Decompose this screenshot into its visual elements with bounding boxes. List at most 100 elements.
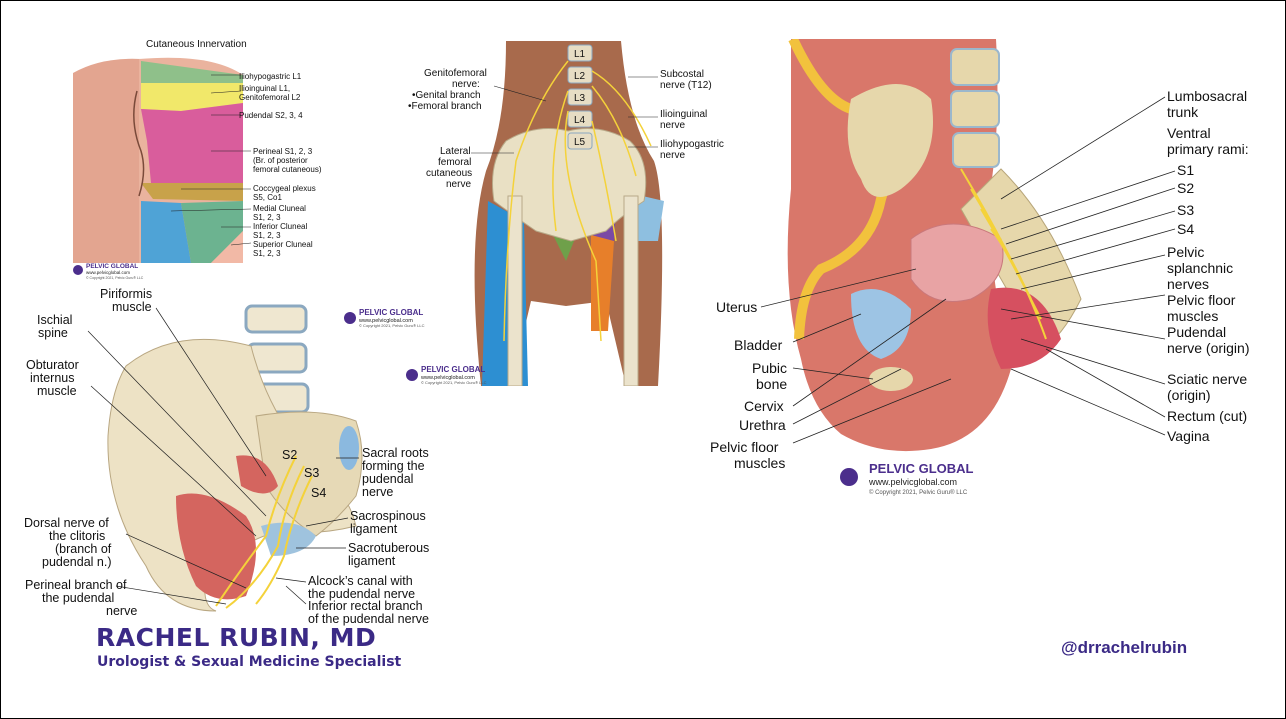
- sagittal-pelvis-diagram: Lumbosacral trunk Ventral primary rami: …: [701, 39, 1281, 501]
- sacroiliac-joint: [339, 426, 359, 470]
- label-lateral-1: Lateral: [440, 146, 471, 157]
- author-name: RACHEL RUBIN, MD: [96, 623, 376, 652]
- cutaneous-title: Cutaneous Innervation: [146, 39, 247, 50]
- label-left-floor-2: muscles: [734, 455, 785, 471]
- watermark-name: PELVIC GLOBAL: [359, 308, 423, 317]
- label-genitofemoral-2: nerve:: [452, 79, 480, 90]
- label-sciatic-1: Sciatic nerve: [1167, 371, 1247, 387]
- label-splanchnic-1: Pelvic: [1167, 244, 1204, 260]
- label-sacrospinous-2: ligament: [350, 522, 398, 536]
- watermark-url: www.pelvicglobal.com: [86, 270, 130, 275]
- label-sacral-roots-2: forming the: [362, 459, 425, 473]
- label-ischial-1: Ischial: [37, 313, 72, 327]
- watermark-name: PELVIC GLOBAL: [86, 263, 138, 270]
- label-genitofemoral-1: Genitofemoral: [424, 68, 487, 79]
- label-obturator-2: internus: [30, 371, 74, 385]
- label-ventral-2: primary rami:: [1167, 141, 1249, 157]
- root-label: S4: [311, 486, 326, 500]
- label-coccygeal-1: Coccygeal plexus: [253, 184, 316, 193]
- label-pubic-1: Pubic: [752, 360, 787, 376]
- label-lateral-2: femoral: [438, 157, 471, 168]
- label-s1: S1: [1177, 162, 1194, 178]
- label-ilioinguinal-2: Genitofemoral L2: [239, 93, 301, 102]
- label-perineal-3: nerve: [106, 604, 137, 618]
- label-ilioinguinal-2: nerve: [660, 120, 685, 131]
- vertebra-label: L4: [574, 115, 586, 126]
- label-coccygeal-2: S5, Co1: [253, 193, 282, 202]
- label-sacral-roots-3: pudendal: [362, 472, 413, 486]
- label-lumbosacral-2: trunk: [1167, 104, 1199, 120]
- label-inferior-rectal-1: Inferior rectal branch: [308, 599, 423, 613]
- label-iliohypogastric-2: nerve: [660, 150, 685, 161]
- label-pudendal-1: Pudendal: [1167, 324, 1226, 340]
- label-floor-muscles-1: Pelvic floor: [1167, 292, 1236, 308]
- label-uterus: Uterus: [716, 299, 757, 315]
- label-superior-cluneal-1: Superior Cluneal: [253, 240, 313, 249]
- label-lumbosacral-1: Lumbosacral: [1167, 88, 1247, 104]
- label-ischial-2: spine: [38, 326, 68, 340]
- label-sacral-roots-4: nerve: [362, 485, 393, 499]
- label-femoral-branch: •Femoral branch: [408, 101, 482, 112]
- author-title: Urologist & Sexual Medicine Specialist: [97, 654, 401, 670]
- watermark-url: www.pelvicglobal.com: [868, 477, 957, 487]
- label-superior-cluneal-2: S1, 2, 3: [253, 249, 281, 258]
- pelvic-global-logo-icon: [840, 468, 858, 486]
- label-splanchnic-3: nerves: [1167, 276, 1209, 292]
- root-label: S3: [304, 466, 319, 480]
- label-perineal-1: Perineal branch of: [25, 578, 127, 592]
- watermark-pelvis: PELVIC GLOBAL www.pelvicglobal.com © Cop…: [840, 461, 974, 496]
- label-obturator-1: Obturator: [26, 358, 79, 372]
- label-perineal-2: the pudendal: [42, 591, 114, 605]
- cutaneous-innervation-diagram: Cutaneous Innervation Iliohypogastric L1…: [61, 31, 391, 281]
- watermark-sacral: PELVIC GLOBAL www.pelvicglobal.com © Cop…: [344, 308, 425, 328]
- label-rectum: Rectum (cut): [1167, 408, 1247, 424]
- label-medial-cluneal-1: Medial Cluneal: [253, 204, 306, 213]
- root-label: S2: [282, 448, 297, 462]
- label-piriformis-1: Piriformis: [100, 287, 152, 301]
- label-s3: S3: [1177, 202, 1194, 218]
- label-alcock-1: Alcock’s canal with: [308, 574, 413, 588]
- label-floor-muscles-2: muscles: [1167, 308, 1218, 324]
- label-pudendal: Pudendal S2, 3, 4: [239, 111, 303, 120]
- label-left-floor-1: Pelvic floor: [710, 439, 779, 455]
- label-obturator-3: muscle: [37, 384, 77, 398]
- label-s2: S2: [1177, 180, 1194, 196]
- label-bladder: Bladder: [734, 337, 783, 353]
- label-vagina: Vagina: [1167, 428, 1210, 444]
- pubic-bone: [869, 367, 913, 391]
- label-sacrospinous-1: Sacrospinous: [350, 509, 426, 523]
- label-perineal-2: (Br. of posterior: [253, 156, 308, 165]
- label-sacrotuberous-1: Sacrotuberous: [348, 541, 429, 555]
- label-sacral-roots-1: Sacral roots: [362, 446, 429, 460]
- label-urethra: Urethra: [739, 417, 786, 433]
- label-perineal-1: Perineal S1, 2, 3: [253, 147, 313, 156]
- pelvic-global-logo-icon: [73, 265, 83, 275]
- pudendal-nerve-diagram: S2 S3 S4 Piriformis muscle Ischial spine…: [16, 286, 476, 631]
- label-genital-branch: •Genital branch: [412, 90, 481, 101]
- vertebra-label: L5: [574, 137, 586, 148]
- watermark-cutaneous: PELVIC GLOBAL www.pelvicglobal.com © Cop…: [73, 263, 144, 280]
- label-sacrotuberous-2: ligament: [348, 554, 396, 568]
- label-s4: S4: [1177, 221, 1194, 237]
- label-lateral-3: cutaneous: [426, 168, 472, 179]
- buttock-left: [73, 59, 141, 263]
- femur-right: [624, 196, 638, 386]
- label-dorsal-1: Dorsal nerve of: [24, 516, 109, 530]
- label-sciatic-2: (origin): [1167, 387, 1211, 403]
- label-piriformis-2: muscle: [112, 300, 152, 314]
- lumbar-spine: L1 L2 L3 L4 L5: [568, 45, 592, 149]
- label-dorsal-4: pudendal n.): [42, 555, 112, 569]
- vertebra-label: L1: [574, 49, 586, 60]
- label-cervix: Cervix: [744, 398, 784, 414]
- label-inferior-cluneal-2: S1, 2, 3: [253, 231, 281, 240]
- zone-coccygeal: [141, 183, 243, 201]
- label-splanchnic-2: splanchnic: [1167, 260, 1233, 276]
- label-dorsal-2: the clitoris: [49, 529, 105, 543]
- watermark-copyright: © Copyright 2021, Pelvic Guru® LLC: [359, 323, 425, 328]
- label-subcostal-1: Subcostal: [660, 69, 704, 80]
- watermark-name: PELVIC GLOBAL: [869, 461, 974, 476]
- label-perineal-3: femoral cutaneous): [253, 165, 322, 174]
- vertebra-label: L3: [574, 93, 586, 104]
- label-iliohypogastric: Iliohypogastric L1: [239, 72, 302, 81]
